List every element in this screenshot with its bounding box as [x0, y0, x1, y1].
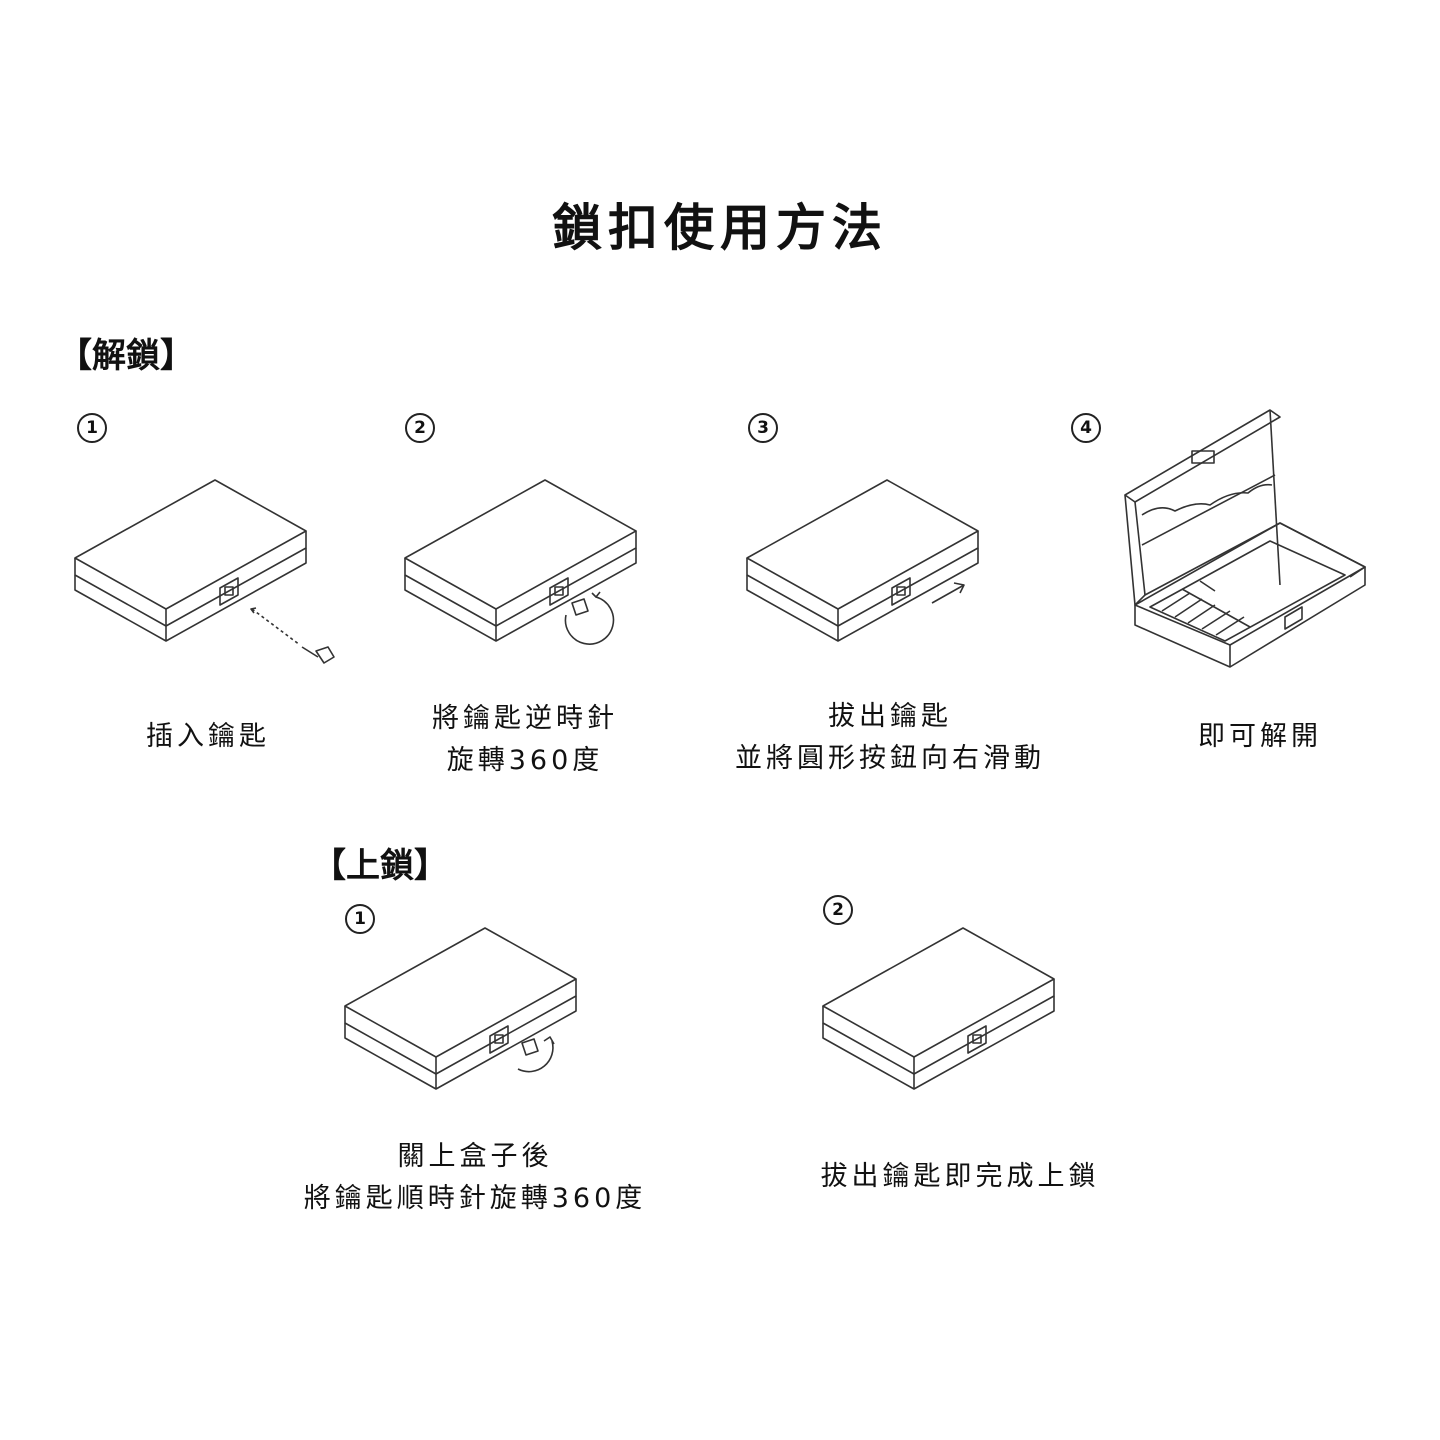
box-open-illustration — [1120, 405, 1380, 675]
unlock-step-2-number: 2 — [405, 413, 435, 443]
unlock-step-1-caption: 插入鑰匙 — [146, 721, 270, 752]
lock-step-2-number: 2 — [823, 895, 853, 925]
unlock-step-3-caption: 拔出鑰匙 並將圓形按鈕向右滑動 — [735, 701, 1045, 774]
unlock-step-4-caption: 即可解開 — [1198, 721, 1322, 752]
box-closed-locked-illustration — [818, 923, 1108, 1123]
lock-step-1-caption: 關上盒子後 將鑰匙順時針旋轉360度 — [303, 1141, 647, 1214]
unlock-step-1-number: 1 — [77, 413, 107, 443]
box-closed-key-insert-illustration — [70, 475, 360, 675]
lock-step-2-caption: 拔出鑰匙即完成上鎖 — [820, 1161, 1100, 1192]
box-closed-key-turn-counterclockwise-illustration — [400, 475, 690, 675]
unlock-step-3-number: 3 — [748, 413, 778, 443]
unlock-step-2-caption: 將鑰匙逆時針 旋轉360度 — [432, 703, 618, 776]
page-title: 鎖扣使用方法 — [552, 199, 888, 257]
unlock-step-4-number: 4 — [1071, 413, 1101, 443]
lock-step-1-number: 1 — [345, 904, 375, 934]
unlock-heading: 【解鎖】 — [58, 336, 194, 376]
lock-heading: 【上鎖】 — [312, 846, 448, 886]
box-closed-button-slide-illustration — [742, 475, 1032, 675]
box-closed-key-turn-clockwise-illustration — [340, 923, 630, 1123]
